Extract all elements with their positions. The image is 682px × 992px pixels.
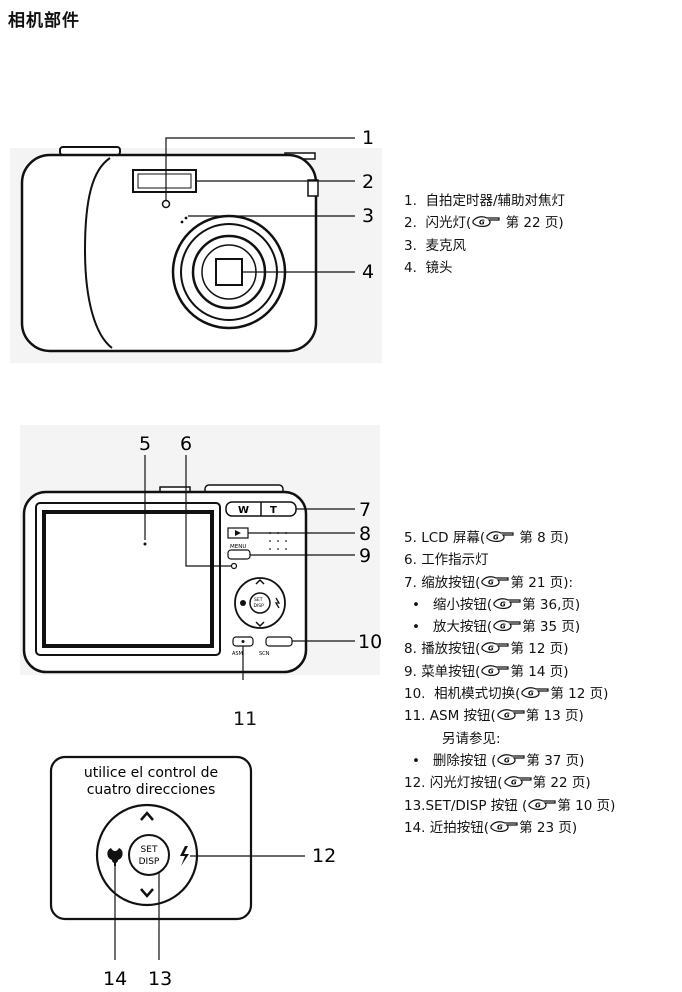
camera-front-diagram: 1 2 3 4 [10, 127, 382, 363]
list-item: 另请参见: [442, 730, 501, 747]
pointing-hand-icon: G [493, 598, 521, 609]
zoom-w-label: W [238, 505, 249, 516]
callout-13: 13 [148, 968, 172, 990]
callout-8: 8 [359, 523, 371, 545]
page-title: 相机部件 [8, 11, 80, 31]
callout-14: 14 [103, 968, 127, 990]
list-item: 5. LCD 屏幕(G 第 8 页) [404, 530, 569, 546]
chevron-down-icon [140, 888, 154, 898]
scn-label: SCN [259, 651, 270, 657]
svg-text:G: G [493, 534, 499, 542]
asm-label: ASM [232, 651, 243, 657]
pointing-hand-icon: G [503, 776, 532, 788]
dpad-caption-line1: utilice el control de [84, 765, 218, 781]
menu-label: MENU [230, 544, 246, 550]
callout-9: 9 [359, 545, 371, 567]
chevron-up-icon [140, 811, 154, 821]
pointing-hand-icon: G [490, 821, 518, 832]
pointing-hand-icon: G [497, 709, 525, 721]
pointing-hand-icon: G [486, 531, 514, 542]
set-label: SET [141, 845, 158, 855]
svg-text:G: G [488, 645, 494, 653]
list-item: 1. 自拍定时器/辅助对焦灯 [404, 193, 566, 209]
camera-back-diagram: W T MENU SET DISP ASM SCN 5 6 7 8 9 10 [20, 425, 382, 680]
svg-text:G: G [500, 623, 506, 631]
pointing-hand-icon: G [481, 575, 510, 587]
callout-7: 7 [359, 499, 371, 521]
pointing-hand-icon: G [521, 687, 549, 699]
callout-12: 12 [312, 845, 336, 867]
flash-bolt-icon [180, 846, 189, 866]
front-parts-list: 1. 自拍定时器/辅助对焦灯 2. 闪光灯(G 第 22 页) 3. 麦克风 4… [404, 190, 565, 279]
callout-6: 6 [180, 433, 192, 455]
svg-text:G: G [535, 801, 541, 809]
svg-text:SET: SET [254, 597, 263, 603]
pointing-hand-icon: G [472, 216, 500, 228]
pointing-hand-icon: G [481, 664, 510, 676]
dpad-closeup-diagram: utilice el control de cuatro direcciones… [49, 755, 336, 990]
list-item: 6. 工作指示灯 [404, 552, 489, 569]
svg-text:G: G [497, 823, 503, 831]
zoom-t-label: T [270, 505, 277, 516]
pointing-hand-icon: G [528, 798, 556, 810]
callout-3: 3 [362, 205, 374, 227]
list-item: 4. 镜头 [404, 259, 453, 276]
callout-10: 10 [358, 631, 382, 653]
disp-label: DISP [139, 857, 160, 867]
callout-4: 4 [362, 261, 374, 283]
callout-1: 1 [362, 127, 374, 149]
callout-11: 11 [233, 708, 258, 730]
svg-text:G: G [488, 578, 494, 586]
svg-text:G: G [488, 667, 494, 675]
list-item: 3. 麦克风 [404, 237, 466, 254]
pointing-hand-icon: G [493, 620, 521, 632]
callout-2: 2 [362, 171, 374, 193]
svg-text:G: G [511, 779, 517, 787]
svg-text:G: G [500, 600, 506, 608]
pointing-hand-icon: G [497, 754, 526, 765]
svg-text:G: G [504, 756, 510, 764]
list-item: 2. 闪光灯(G 第 22 页) [404, 215, 564, 232]
svg-text:G: G [528, 690, 534, 698]
pointing-hand-icon: G [481, 642, 510, 654]
svg-text:G: G [479, 219, 485, 227]
callout-5: 5 [139, 433, 151, 455]
dpad-caption-line2: cuatro direcciones [87, 782, 216, 798]
svg-text:DISP: DISP [254, 603, 265, 609]
svg-text:G: G [504, 712, 510, 720]
macro-flower-icon [107, 848, 123, 866]
